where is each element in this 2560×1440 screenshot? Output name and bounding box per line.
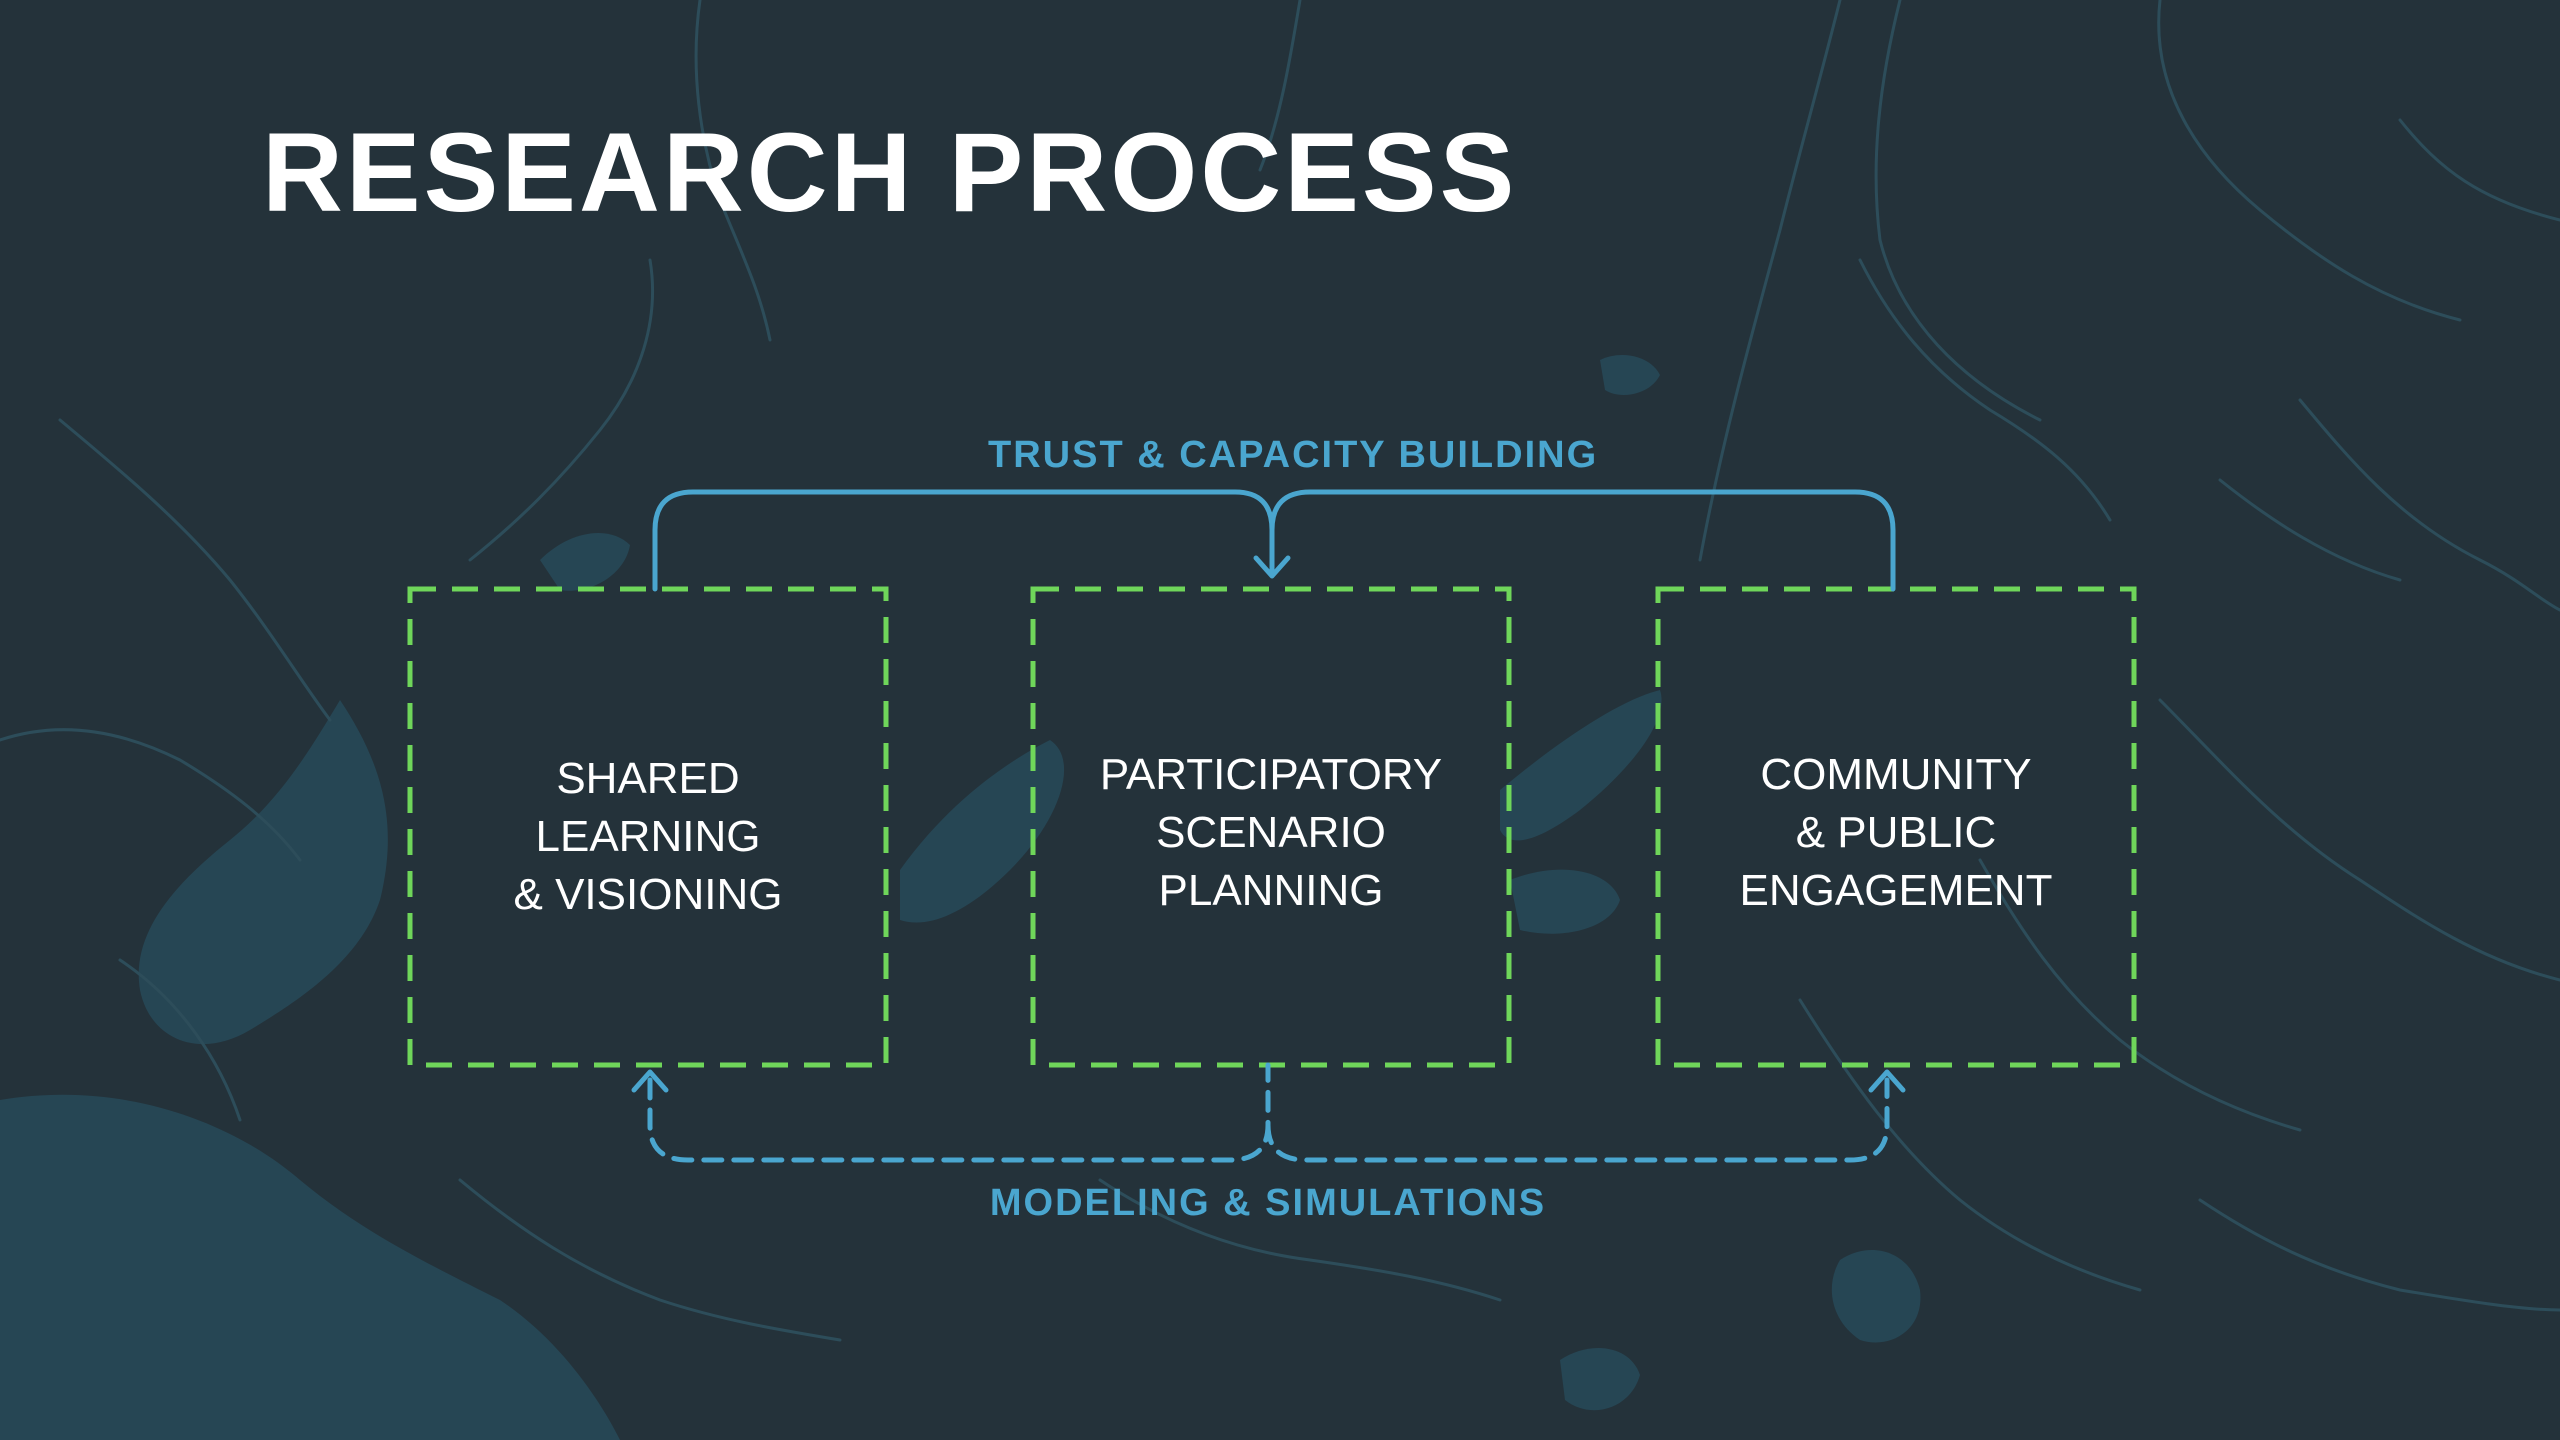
page-title: RESEARCH PROCESS xyxy=(262,110,1518,235)
arrow-up-icon xyxy=(631,1069,669,1093)
box-participatory-planning xyxy=(1030,586,1512,1068)
box-label-line: SHARED xyxy=(556,754,740,803)
box-label-shared-learning: SHARED LEARNING & VISIONING xyxy=(410,750,886,924)
box-label-line: ENGAGEMENT xyxy=(1739,866,2053,915)
box-community-engagement xyxy=(1655,586,2137,1068)
box-label-community-engagement: COMMUNITY & PUBLIC ENGAGEMENT xyxy=(1658,746,2134,920)
box-label-line: & PUBLIC xyxy=(1795,808,1997,857)
top-connector-label: TRUST & CAPACITY BUILDING xyxy=(988,434,1599,476)
arrow-up-icon xyxy=(1868,1069,1906,1093)
box-label-line: COMMUNITY xyxy=(1760,750,2032,799)
box-shared-learning xyxy=(407,586,889,1068)
box-label-line: PARTICIPATORY xyxy=(1099,750,1443,799)
box-label-line: & VISIONING xyxy=(513,870,783,919)
arrow-down-icon xyxy=(1253,555,1291,579)
box-label-line: LEARNING xyxy=(535,812,761,861)
box-label-line: PLANNING xyxy=(1158,866,1384,915)
bottom-connector-line xyxy=(647,1062,1890,1163)
box-label-participatory-planning: PARTICIPATORY SCENARIO PLANNING xyxy=(1033,746,1509,920)
bottom-connector-label: MODELING & SIMULATIONS xyxy=(989,1182,1547,1224)
box-label-line: SCENARIO xyxy=(1156,808,1386,857)
